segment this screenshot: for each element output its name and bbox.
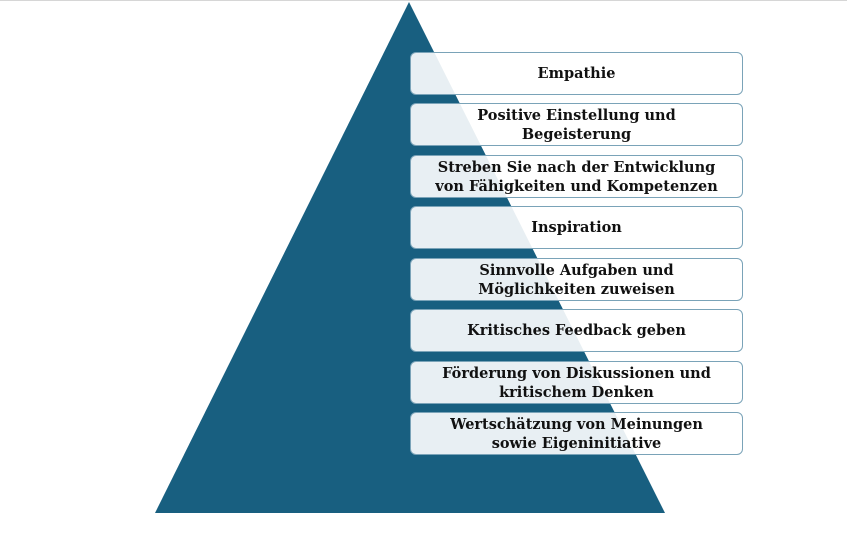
level-text: Förderung von Diskussionen und: [442, 364, 711, 382]
level-text: Inspiration: [531, 219, 622, 236]
pyramid-level-box: Kritisches Feedback geben: [410, 309, 743, 352]
top-border: [0, 0, 847, 1]
level-text: Wertschätzung von Meinungen: [450, 415, 703, 433]
level-text: von Fähigkeiten und Kompetenzen: [435, 177, 718, 195]
level-text: Begeisterung: [521, 125, 632, 143]
level-text: Sinnvolle Aufgaben und: [479, 261, 674, 279]
level-text: sowie Eigeninitiative: [491, 434, 662, 452]
pyramid-level-box: Inspiration: [410, 206, 743, 249]
level-text: Kritisches Feedback geben: [467, 322, 686, 339]
level-text: Positive Einstellung und: [477, 106, 676, 124]
level-text: kritischem Denken: [499, 383, 654, 401]
pyramid-level-box: Empathie: [410, 52, 743, 95]
level-text: Empathie: [537, 65, 616, 82]
level-text: Möglichkeiten zuweisen: [478, 280, 675, 298]
level-text: Streben Sie nach der Entwicklung: [437, 158, 716, 176]
